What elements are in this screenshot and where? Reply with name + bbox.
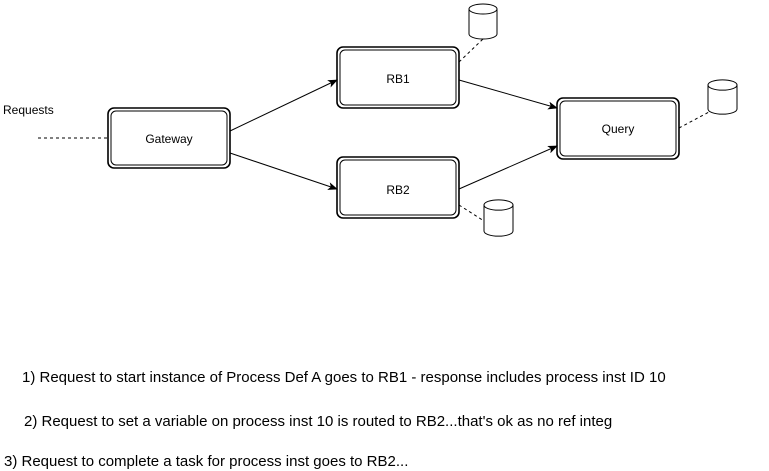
arrow-rb2-to-query — [458, 145, 558, 190]
rb1-label: RB1 — [386, 72, 410, 86]
note-3: 3) Request to complete a task for proces… — [4, 453, 409, 470]
architecture-diagram: Requests Gateway RB1 RB2 Query — [3, 3, 738, 237]
rb1-node: RB1 — [336, 46, 460, 109]
rb2-database-link — [458, 204, 485, 222]
query-database-link — [678, 111, 710, 129]
arrow-gateway-to-rb1 — [229, 79, 338, 132]
rb1-database-icon — [468, 3, 498, 40]
query-label: Query — [602, 122, 635, 136]
arrow-gateway-to-rb2 — [229, 152, 338, 190]
rb2-database-icon — [483, 199, 514, 237]
rb1-database-link — [458, 38, 484, 63]
arrow-rb1-to-query — [458, 79, 558, 110]
gateway-node: Gateway — [107, 107, 231, 169]
note-2: 2) Request to set a variable on process … — [24, 413, 613, 430]
note-1: 1) Request to start instance of Process … — [22, 369, 666, 386]
requests-label: Requests — [3, 103, 54, 117]
gateway-label: Gateway — [145, 132, 192, 146]
rb2-label: RB2 — [386, 183, 410, 197]
query-database-icon — [707, 79, 738, 115]
query-node: Query — [556, 97, 680, 160]
rb2-node: RB2 — [336, 156, 460, 219]
